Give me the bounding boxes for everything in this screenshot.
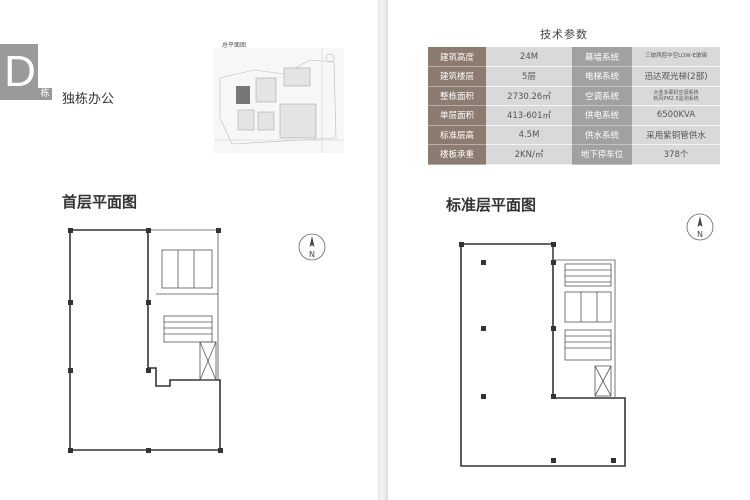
- spec-value: 378个: [632, 144, 720, 165]
- spec-key: 供电系统: [572, 105, 632, 126]
- specs-row: 建筑楼层 5层 电梯系统 迅达观光梯(2部): [428, 66, 720, 87]
- north-label: N: [697, 230, 703, 239]
- spec-key: 单层面积: [428, 105, 486, 126]
- spec-value-line: 新风PM2.5监测系统: [653, 95, 699, 102]
- spec-key: 整栋面积: [428, 86, 486, 106]
- specs-row: 标准层高 4.5M 供水系统 采用紫铜管供水: [428, 125, 720, 145]
- spec-value-line: 大金多联机空调系统: [653, 89, 699, 96]
- spec-value: 迅达观光梯(2部): [632, 66, 720, 87]
- north-compass-icon: N: [686, 213, 714, 241]
- north-compass-icon: N: [298, 233, 326, 261]
- specs-table: 建筑高度 24M 幕墙系统 三玻两腔中空LOW-E玻璃 建筑楼层 5层 电梯系统…: [428, 47, 720, 165]
- spec-value: 4.5M: [486, 125, 572, 145]
- spec-key: 标准层高: [428, 125, 486, 145]
- spec-value: 5层: [486, 66, 572, 87]
- north-label: N: [309, 250, 315, 259]
- building-letter: D: [4, 47, 36, 96]
- spec-key: 空调系统: [572, 86, 632, 106]
- specs-row: 楼板承重 2KN/㎡ 地下停车位 378个: [428, 144, 720, 165]
- site-plan-drawing: [214, 48, 344, 153]
- specs-title: 技术参数: [540, 28, 588, 41]
- spec-value: 24M: [486, 47, 572, 67]
- site-plan-label: 总平面图: [222, 42, 247, 49]
- building-letter-suffix: 栋: [38, 88, 52, 100]
- first-floor-plan-title: 首层平面图: [62, 193, 138, 211]
- spec-value: 采用紫铜管供水: [632, 125, 720, 145]
- spec-value: 大金多联机空调系统 新风PM2.5监测系统: [632, 86, 720, 106]
- spec-key: 幕墙系统: [572, 47, 632, 67]
- spec-value: 2730.26㎡: [486, 86, 572, 106]
- spec-key: 建筑楼层: [428, 66, 486, 87]
- spec-value: 6500KVA: [632, 105, 720, 126]
- specs-row: 建筑高度 24M 幕墙系统 三玻两腔中空LOW-E玻璃: [428, 47, 720, 67]
- specs-row: 单层面积 413-601㎡ 供电系统 6500KVA: [428, 105, 720, 126]
- spec-key: 建筑高度: [428, 47, 486, 67]
- first-floor-plan-drawing: [68, 228, 223, 453]
- spec-key: 地下停车位: [572, 144, 632, 165]
- spec-key: 电梯系统: [572, 66, 632, 87]
- spec-value: 三玻两腔中空LOW-E玻璃: [632, 47, 720, 67]
- spec-value: 2KN/㎡: [486, 144, 572, 165]
- standard-floor-plan-drawing: [459, 242, 626, 467]
- spec-key: 供水系统: [572, 125, 632, 145]
- book-spine: [378, 0, 388, 500]
- building-title: 独栋办公: [62, 92, 115, 107]
- specs-row: 整栋面积 2730.26㎡ 空调系统 大金多联机空调系统 新风PM2.5监测系统: [428, 86, 720, 106]
- spec-key: 楼板承重: [428, 144, 486, 165]
- spec-value: 413-601㎡: [486, 105, 572, 126]
- standard-floor-plan-title: 标准层平面图: [446, 196, 537, 214]
- building-badge: [0, 44, 38, 100]
